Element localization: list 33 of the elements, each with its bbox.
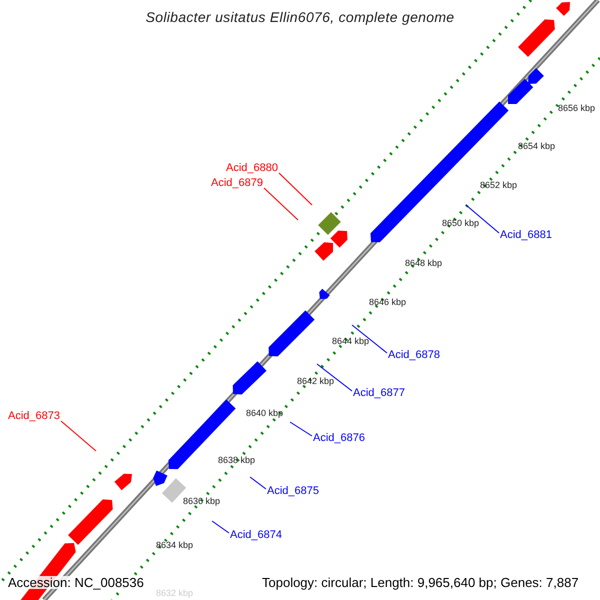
leader-line [290,422,312,436]
gene-label: Acid_6874 [230,530,282,541]
leader-line [250,476,266,490]
leader-line [352,324,388,354]
leader-line [466,204,500,234]
gene-label: Acid_6878 [388,350,440,361]
accession-text: Accession: NC_008536 [8,576,144,589]
leader-line [264,188,298,220]
scale-label: 8650 kbp [442,219,480,228]
leader-line [278,172,312,206]
scale-label: 8640 kbp [246,409,284,418]
scale-label: 8654 kbp [518,142,556,151]
genome-summary-text: Topology: circular; Length: 9,965,640 bp; Genes: 7,887 [262,576,579,589]
scale-label: 8646 kbp [369,298,406,307]
map-title: Solibacter usitatus Ellin6076, complete genome [144,10,456,24]
gene-label: Acid_6873 [8,411,60,422]
gene-label: Acid_6879 [211,178,263,189]
leader-line [60,420,96,452]
leader-line [212,520,230,534]
scale-label: 8652 kbp [480,181,518,190]
gene-label: Acid_6877 [353,388,405,399]
gene-label: Acid_6881 [500,230,552,241]
scale-label: 8638 kbp [218,456,256,465]
scale-label: 8644 kbp [332,337,370,346]
scale-label: 8656 kbp [558,104,596,113]
leader-line [316,364,352,392]
scale-label: 8648 kbp [405,259,442,268]
scale-label: 8636 kbp [183,497,220,506]
gene-label: Acid_6880 [226,163,278,174]
gene-label: Acid_6876 [313,433,365,444]
scale-label: 8634 kbp [156,541,194,550]
scale-label: 8642 kbp [297,377,334,386]
gene-label: Acid_6875 [267,486,319,497]
